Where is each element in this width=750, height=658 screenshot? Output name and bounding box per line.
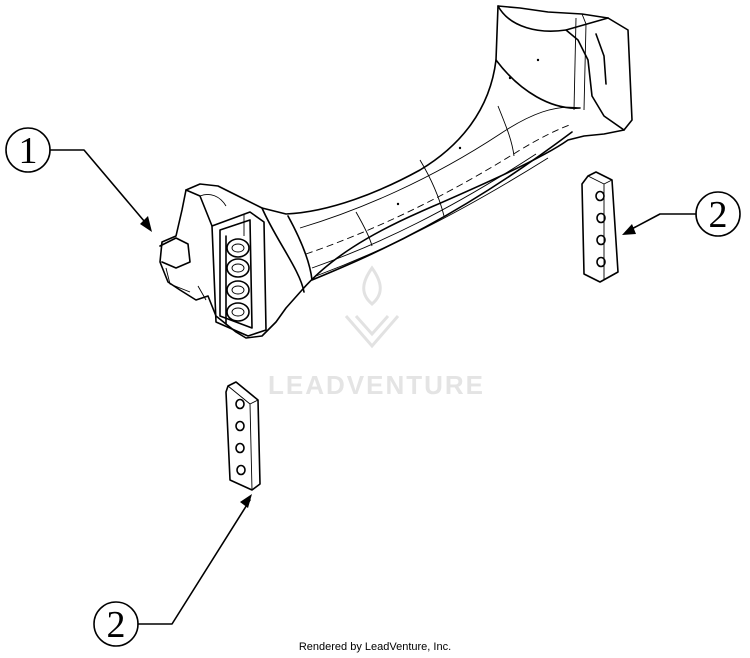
callout-2-upper-label: 2	[709, 194, 728, 236]
callout-2-upper[interactable]: 2	[622, 191, 741, 237]
part-plate-lower	[225, 381, 261, 491]
callout-2-lower[interactable]: 2	[93, 494, 252, 647]
render-credit: Rendered by LeadVenture, Inc.	[298, 641, 452, 653]
callout-1[interactable]: 1	[5, 127, 152, 232]
spring-coils	[225, 214, 250, 325]
part-bracket	[159, 5, 633, 339]
leadventure-watermark: LEADVENTURE	[268, 265, 485, 400]
callout-1-label: 1	[19, 130, 38, 172]
callout-2-lower-label: 2	[107, 604, 126, 646]
arrowhead-icon	[140, 216, 152, 232]
watermark-text: LEADVENTURE	[268, 370, 485, 400]
part-plate-upper	[581, 171, 619, 283]
arrowhead-icon	[622, 224, 636, 235]
flame-logo-icon	[344, 265, 400, 349]
arrowhead-icon	[240, 494, 252, 508]
